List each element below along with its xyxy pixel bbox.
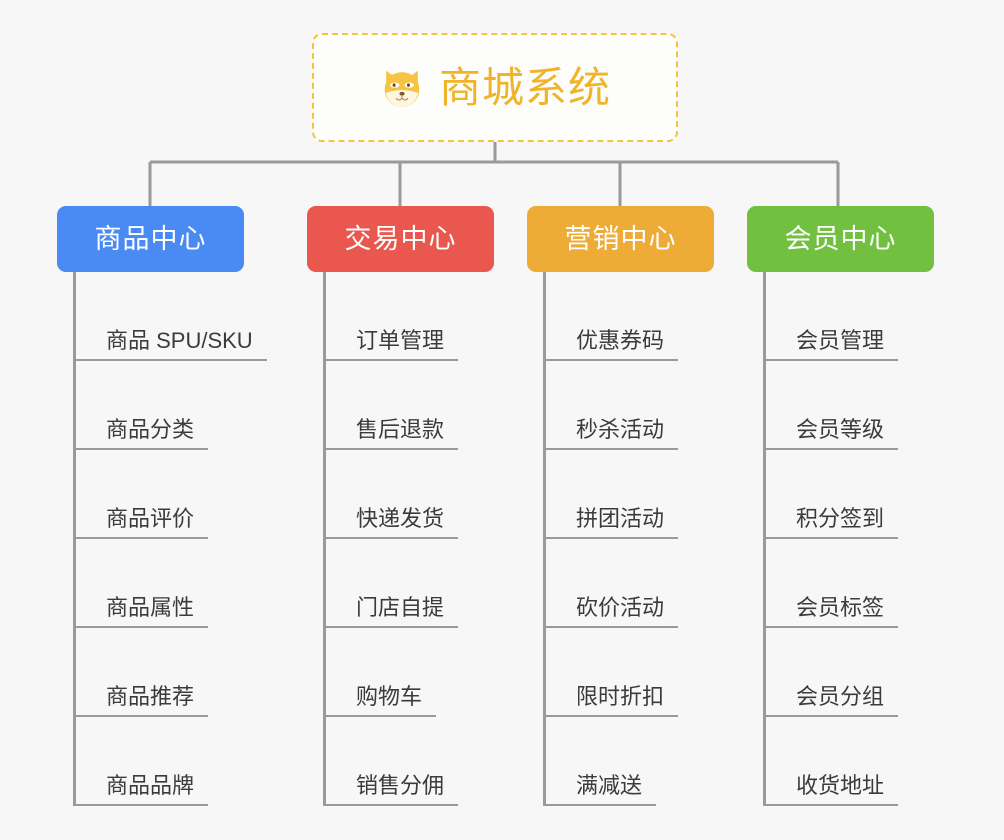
leaf-label: 商品 SPU/SKU: [76, 328, 267, 361]
leaf-label: 售后退款: [326, 417, 459, 450]
leaf-node[interactable]: 会员等级: [766, 361, 899, 450]
leaf-node[interactable]: 门店自提: [326, 539, 459, 628]
column-spine: [73, 272, 76, 806]
leaf-node[interactable]: 购物车: [326, 628, 437, 717]
category-node-0[interactable]: 商品中心: [57, 206, 244, 272]
shiba-dog-icon: [384, 70, 420, 107]
leaf-label: 收货地址: [766, 773, 899, 806]
leaf-label: 优惠券码: [546, 328, 679, 361]
leaf-node[interactable]: 快递发货: [326, 450, 459, 539]
root-node[interactable]: 商城系统: [312, 33, 678, 142]
leaf-node[interactable]: 拼团活动: [546, 450, 679, 539]
category-label: 营销中心: [564, 223, 677, 254]
leaf-node[interactable]: 商品评价: [76, 450, 209, 539]
column-spine: [763, 272, 766, 806]
leaf-node[interactable]: 商品分类: [76, 361, 209, 450]
root-title: 商城系统: [438, 63, 611, 111]
category-node-2[interactable]: 营销中心: [527, 206, 714, 272]
leaf-node[interactable]: 优惠券码: [546, 272, 679, 361]
leaf-label: 商品品牌: [76, 773, 209, 806]
category-label: 交易中心: [344, 223, 457, 254]
leaf-label: 会员分组: [766, 684, 899, 717]
leaf-node[interactable]: 售后退款: [326, 361, 459, 450]
leaf-node[interactable]: 商品品牌: [76, 717, 209, 806]
category-node-1[interactable]: 交易中心: [307, 206, 494, 272]
leaf-label: 门店自提: [326, 595, 459, 628]
leaf-node[interactable]: 收货地址: [766, 717, 899, 806]
leaf-label: 商品评价: [76, 506, 209, 539]
leaf-node[interactable]: 商品推荐: [76, 628, 209, 717]
leaf-node[interactable]: 商品属性: [76, 539, 209, 628]
leaf-node[interactable]: 会员管理: [766, 272, 899, 361]
leaf-label: 限时折扣: [546, 684, 679, 717]
leaf-node[interactable]: 会员标签: [766, 539, 899, 628]
leaf-node[interactable]: 积分签到: [766, 450, 899, 539]
leaf-label: 会员标签: [766, 595, 899, 628]
leaf-label: 积分签到: [766, 506, 899, 539]
column-spine: [323, 272, 326, 806]
category-label: 会员中心: [784, 223, 897, 254]
leaf-label: 砍价活动: [546, 595, 679, 628]
leaf-node[interactable]: 限时折扣: [546, 628, 679, 717]
leaf-label: 购物车: [326, 684, 437, 717]
leaf-label: 会员管理: [766, 328, 899, 361]
leaf-label: 商品推荐: [76, 684, 209, 717]
leaf-node[interactable]: 秒杀活动: [546, 361, 679, 450]
leaf-label: 满减送: [546, 773, 657, 806]
leaf-node[interactable]: 订单管理: [326, 272, 459, 361]
leaf-label: 订单管理: [326, 328, 459, 361]
leaf-label: 秒杀活动: [546, 417, 679, 450]
leaf-label: 销售分佣: [326, 773, 459, 806]
leaf-label: 商品属性: [76, 595, 209, 628]
column-spine: [543, 272, 546, 806]
leaf-label: 会员等级: [766, 417, 899, 450]
leaf-node[interactable]: 商品 SPU/SKU: [76, 272, 267, 361]
category-label: 商品中心: [94, 223, 207, 254]
leaf-node[interactable]: 会员分组: [766, 628, 899, 717]
leaf-node[interactable]: 满减送: [546, 717, 657, 806]
leaf-label: 拼团活动: [546, 506, 679, 539]
category-node-3[interactable]: 会员中心: [747, 206, 934, 272]
leaf-label: 商品分类: [76, 417, 209, 450]
leaf-node[interactable]: 销售分佣: [326, 717, 459, 806]
leaf-node[interactable]: 砍价活动: [546, 539, 679, 628]
leaf-label: 快递发货: [326, 506, 459, 539]
